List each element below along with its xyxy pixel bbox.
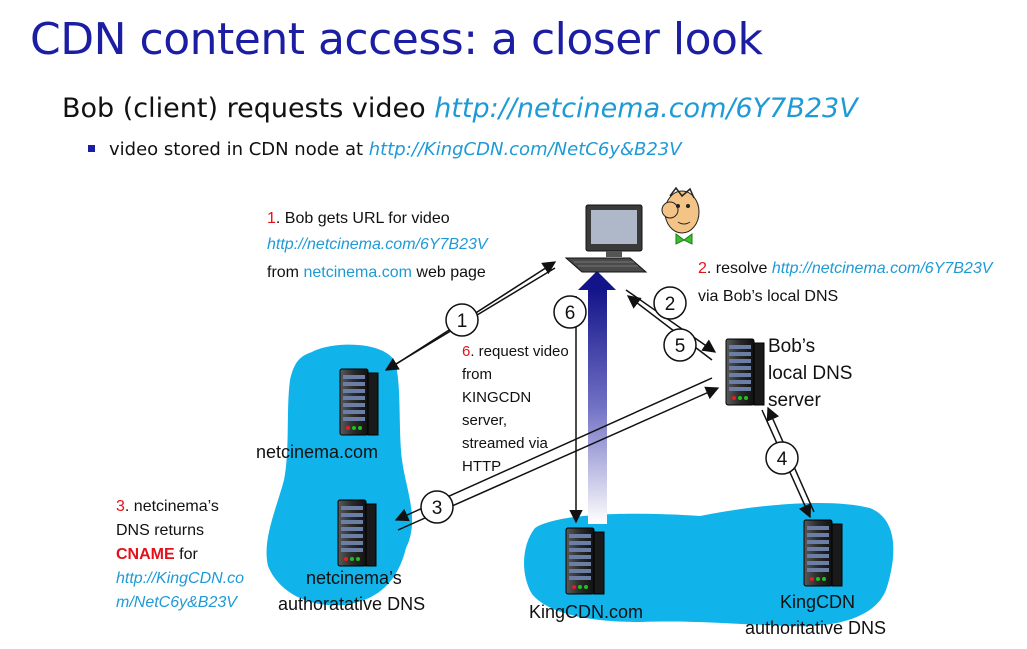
step-circle-4: 4 [765,441,799,475]
step-3-line-2: DNS returns [116,522,205,539]
bullet-item: video stored in CDN node at http://KingC… [88,139,682,160]
stream-arrow-shaft [588,288,607,524]
subtitle-url: http://netcinema.com/6Y7B23V [434,93,858,124]
netcinema-label: netcinema.com [256,442,379,462]
bob-dns-label-3: server [768,390,821,411]
step-6-line-2: from [462,366,492,383]
bullet-url: http://KingCDN.com/NetC6y&B23V [368,139,682,160]
step-6-number: 6 [462,343,471,360]
netcinema-server-icon [339,368,379,436]
step-3-line-1: 3. netcinema’s [116,495,244,519]
step-circle-1: 1 [445,303,479,337]
step-3-block: 3. netcinema’s DNS returns CNAME for htt… [116,495,244,615]
stream-arrow-head [578,271,616,290]
arrow-5 [626,295,713,361]
step-1-link: netcinema.com [303,264,412,281]
step-2-url: http://netcinema.com/6Y7B23V [771,260,993,277]
step-6-text: . request video [470,343,569,360]
client-computer-icon [564,204,648,273]
step-circle-6: 6 [553,295,587,329]
step-6-line-1: 6. request video [462,340,569,363]
slide-title: CDN content access: a closer look [30,14,763,65]
step-3-url-1: http://KingCDN.co [116,570,245,587]
bob-avatar-icon [661,186,700,245]
step-6-line-6: HTTP [462,458,502,475]
bullet-square-icon [88,144,95,152]
bob-dns-label-2: local DNS [768,363,853,384]
netcinema-dns-server-icon [337,499,377,567]
step-2-text: . resolve [706,260,772,277]
step-circle-3: 3 [420,490,454,524]
step-3-text: . netcinema’s [124,498,219,515]
step-circle-2-label: 2 [665,294,676,315]
step-2-number: 2 [698,260,707,277]
step-6-line-4: server, [462,412,508,429]
step-circle-3-label: 3 [432,498,443,519]
step-3-url-2: m/NetC6y&B23V [116,594,237,611]
kingcdn-dns-server-icon [803,519,843,587]
netcinema-dns-label-1: netcinema’s [306,568,402,588]
step-1-number: 1 [267,210,276,227]
step-1-webpage: web page [411,264,486,281]
step-1-url: http://netcinema.com/6Y7B23V [267,236,488,253]
kingcdn-dns-label-2: authoritative DNS [745,618,887,638]
bob-local-dns-server-icon [725,338,765,406]
step-6-line-3: KINGCDN [462,389,532,406]
netcinema-dns-label-2: authoratative DNS [278,594,426,614]
subtitle: Bob (client) requests video http://netci… [62,93,858,124]
kingcdn-cloud [524,502,894,627]
step-3-number: 3 [116,498,125,515]
step-6-block: 6. request video from KINGCDN server, st… [462,340,569,478]
step-3-for: for [174,546,198,563]
bob-dns-label-1: Bob’s [768,336,816,357]
step-circle-5-label: 5 [675,336,686,357]
step-3-cname: CNAME [116,546,175,563]
step-3-line-3: CNAME for [116,543,244,567]
step-1-line-1: 1. Bob gets URL for video [267,207,450,231]
bullet-text: video stored in CDN node at [109,139,369,160]
subtitle-text: Bob (client) requests video [62,93,435,124]
kingcdn-server-icon [565,527,605,595]
step-2-line-1: 2. resolve http://netcinema.com/6Y7B23V [698,257,992,281]
step-1-from: from [267,264,304,281]
kingcdn-dns-label-1: KingCDN [780,592,856,612]
step-2-line-2: via Bob’s local DNS [698,288,839,305]
kingcdn-label: KingCDN.com [529,602,644,622]
step-circle-4-label: 4 [777,449,788,470]
step-6-line-5: streamed via [462,435,548,452]
step-1-text: . Bob gets URL for video [275,210,450,227]
step-circle-6-label: 6 [565,303,576,324]
step-circle-2: 2 [653,286,687,320]
step-circle-1-label: 1 [457,311,468,332]
step-1-line-3: from netcinema.com web page [267,261,486,285]
step-circle-5: 5 [663,328,697,362]
